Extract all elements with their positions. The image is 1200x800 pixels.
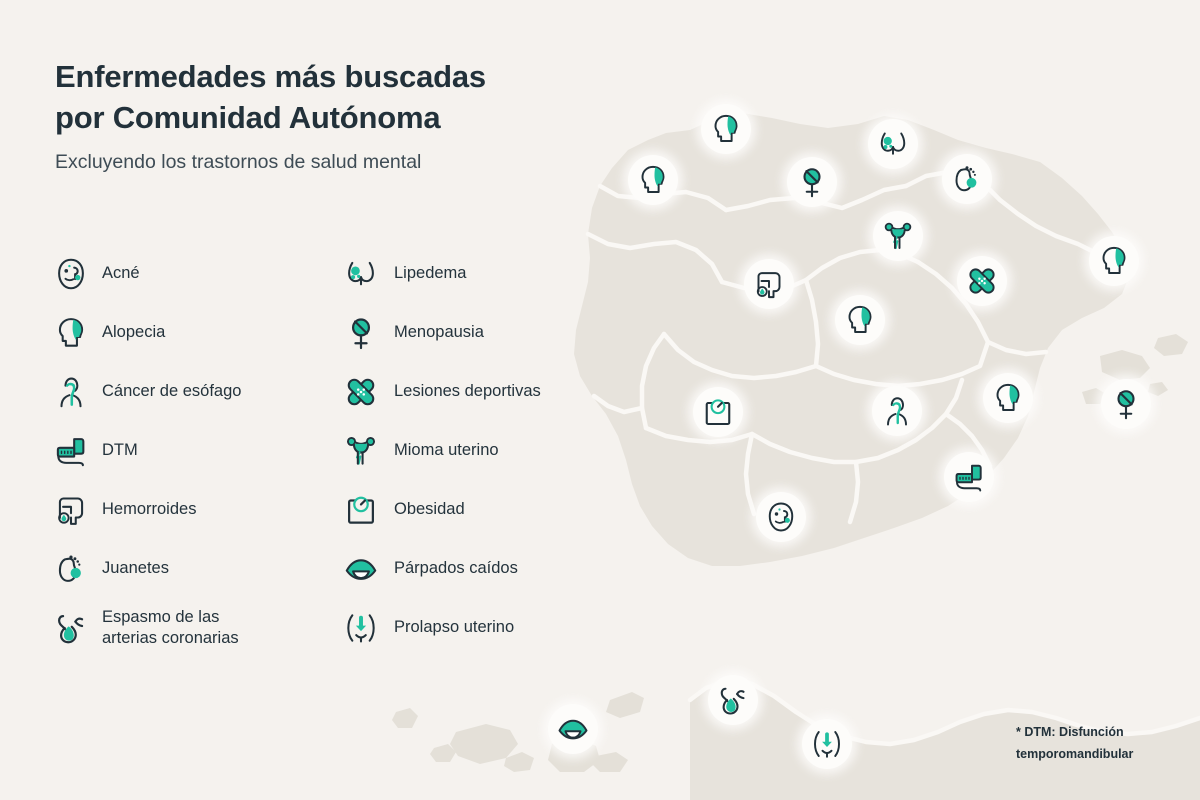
coronary-artery-icon: [48, 605, 94, 651]
legend-item-label: Mioma uterino: [394, 441, 499, 460]
pin-asturias[interactable]: [701, 104, 751, 154]
legend-item-lipedema[interactable]: Lipedema: [338, 245, 608, 303]
legend-item-prolapso-uterino[interactable]: Prolapso uterino: [338, 599, 608, 657]
pin-aragon[interactable]: [957, 256, 1007, 306]
legend-item-obesidad[interactable]: Obesidad: [338, 481, 608, 539]
legend-item-label: DTM: [102, 441, 138, 460]
legend-item-cancer-esofago[interactable]: Cáncer de esófago: [48, 363, 338, 421]
hemorrhoids-colon-icon: [756, 272, 781, 299]
legend-item-label: Espasmo de las arterias coronarias: [102, 607, 239, 647]
legend-item-espasmo-coronario[interactable]: Espasmo de las arterias coronarias: [48, 599, 338, 657]
pin-la-rioja[interactable]: [873, 211, 923, 261]
uterine-prolapse-icon: [813, 730, 841, 759]
map-balearic-islands: [1082, 334, 1188, 404]
page-title: Enfermedades más buscadas por Comunidad …: [55, 59, 486, 136]
legend-item-label: Párpados caídos: [394, 559, 518, 578]
esophagus-icon: [886, 397, 908, 426]
pin-valencia[interactable]: [983, 373, 1033, 423]
uterine-myoma-icon: [338, 428, 384, 474]
legend-item-label: Juanetes: [102, 559, 169, 578]
legend-item-label: Obesidad: [394, 500, 465, 519]
alopecia-head-icon: [48, 310, 94, 356]
legend-item-label: Cáncer de esófago: [102, 382, 242, 401]
menopause-icon: [338, 310, 384, 356]
page-subtitle: Excluyendo los trastornos de salud menta…: [55, 151, 422, 173]
pin-extremadura[interactable]: [693, 387, 743, 437]
uterine-myoma-icon: [884, 222, 912, 250]
pin-navarra[interactable]: [942, 154, 992, 204]
acne-icon: [768, 502, 794, 532]
legend-item-label: Hemorroides: [102, 500, 197, 519]
legend-item-acne[interactable]: Acné: [48, 245, 338, 303]
hemorrhoids-colon-icon: [48, 487, 94, 533]
legend-item-hemorroides[interactable]: Hemorroides: [48, 481, 338, 539]
legend-item-label: Acné: [102, 264, 140, 283]
map-canary-islands: [392, 692, 644, 772]
pin-cataluna[interactable]: [1089, 236, 1139, 286]
legend-item-lesiones-deportivas[interactable]: Lesiones deportivas: [338, 363, 608, 421]
menopause-icon: [1117, 390, 1135, 420]
legend-item-parpados-caidos[interactable]: Párpados caídos: [338, 540, 608, 598]
droopy-eyelid-icon: [558, 719, 588, 740]
legend-item-label: Alopecia: [102, 323, 166, 342]
sports-injury-bandage-icon: [338, 369, 384, 415]
legend-item-label: Prolapso uterino: [394, 618, 515, 637]
alopecia-head-icon: [641, 165, 665, 193]
legend-column-1: Acné Alopecia: [48, 245, 338, 658]
coronary-artery-icon: [720, 687, 745, 715]
bunion-foot-icon: [48, 546, 94, 592]
legend-item-juanetes[interactable]: Juanetes: [48, 540, 338, 598]
obesity-scale-icon: [705, 399, 731, 426]
jaw-dtm-icon: [955, 464, 982, 492]
legend-item-label: Lesiones deportivas: [394, 382, 541, 401]
jaw-dtm-icon: [48, 428, 94, 474]
footnote-dtm: * DTM: Disfunción temporomandibular: [1016, 725, 1134, 761]
obesity-scale-icon: [338, 487, 384, 533]
legend-item-label: Menopausia: [394, 323, 484, 342]
alopecia-head-icon: [996, 383, 1020, 411]
legend-item-dtm[interactable]: DTM: [48, 422, 338, 480]
bunion-foot-icon: [955, 165, 978, 192]
legend-item-menopausia[interactable]: Menopausia: [338, 304, 608, 362]
pin-ceuta[interactable]: [708, 675, 758, 725]
droopy-eyelid-icon: [338, 546, 384, 592]
map-north-africa: [687, 677, 1200, 800]
alopecia-head-icon: [714, 114, 738, 142]
pin-pais-vasco[interactable]: [868, 119, 918, 169]
lipedema-icon: [880, 132, 906, 155]
legend-item-alopecia[interactable]: Alopecia: [48, 304, 338, 362]
sports-injury-bandage-icon: [967, 266, 997, 296]
pin-cantabria[interactable]: [787, 157, 837, 207]
menopause-icon: [803, 168, 821, 198]
pin-castilla-la-mancha[interactable]: [872, 386, 922, 436]
pin-castilla-y-leon[interactable]: [744, 259, 794, 309]
acne-icon: [48, 251, 94, 297]
pin-madrid[interactable]: [835, 295, 885, 345]
legend-item-mioma-uterino[interactable]: Mioma uterino: [338, 422, 608, 480]
alopecia-head-icon: [1102, 246, 1126, 274]
uterine-prolapse-icon: [338, 605, 384, 651]
map-region-borders: [585, 169, 1101, 525]
pin-melilla[interactable]: [802, 719, 852, 769]
pin-andalucia[interactable]: [756, 492, 806, 542]
pin-baleares[interactable]: [1101, 379, 1151, 429]
pin-murcia[interactable]: [944, 452, 994, 502]
pin-galicia[interactable]: [628, 155, 678, 205]
pin-canarias[interactable]: [548, 704, 598, 754]
alopecia-head-icon: [848, 305, 872, 333]
legend-column-2: Lipedema Menopausia: [338, 245, 608, 658]
esophagus-icon: [48, 369, 94, 415]
legend-item-label: Lipedema: [394, 264, 467, 283]
lipedema-icon: [338, 251, 384, 297]
